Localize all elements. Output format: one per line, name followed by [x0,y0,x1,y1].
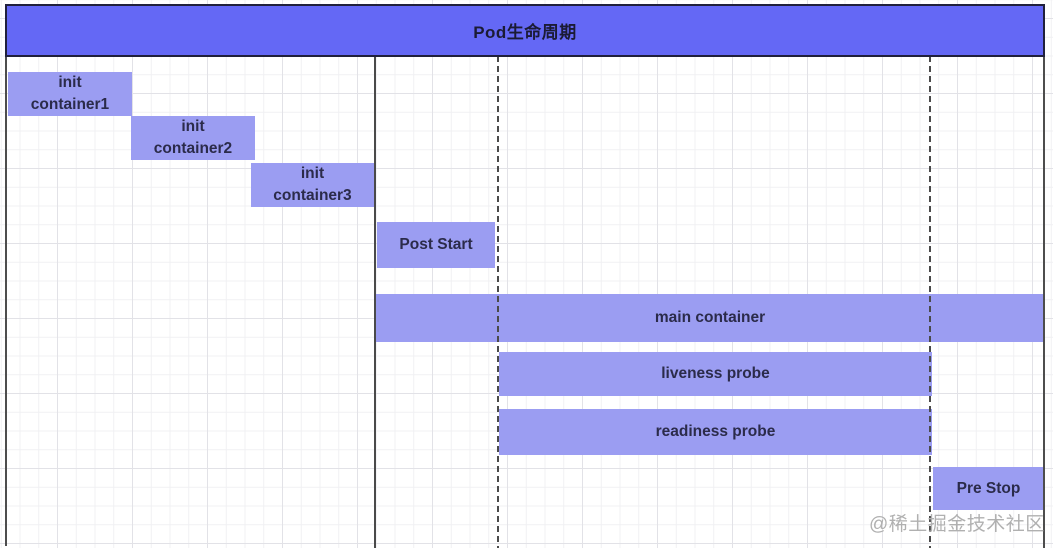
bar-init-container1: init container1 [8,72,132,116]
divider-phase-poststart-end [497,56,499,548]
diagram-title-bar: Pod生命周期 [5,4,1045,57]
bar-liveness-probe: liveness probe [499,352,932,396]
divider-phase-init-end [374,56,376,548]
bar-readiness-probe: readiness probe [499,409,932,455]
bar-pre-stop: Pre Stop [933,467,1044,510]
bar-init-container3: init container3 [251,163,374,207]
diagram-title: Pod生命周期 [473,23,577,42]
frame-left-border [5,56,7,546]
watermark: @稀土掘金技术社区 [869,514,1045,535]
bar-init-container2: init container2 [131,116,255,160]
frame-right-border [1043,56,1045,548]
divider-phase-prestop-start [929,56,931,548]
bar-post-start: Post Start [377,222,495,268]
bar-main-container: main container [375,294,1045,342]
